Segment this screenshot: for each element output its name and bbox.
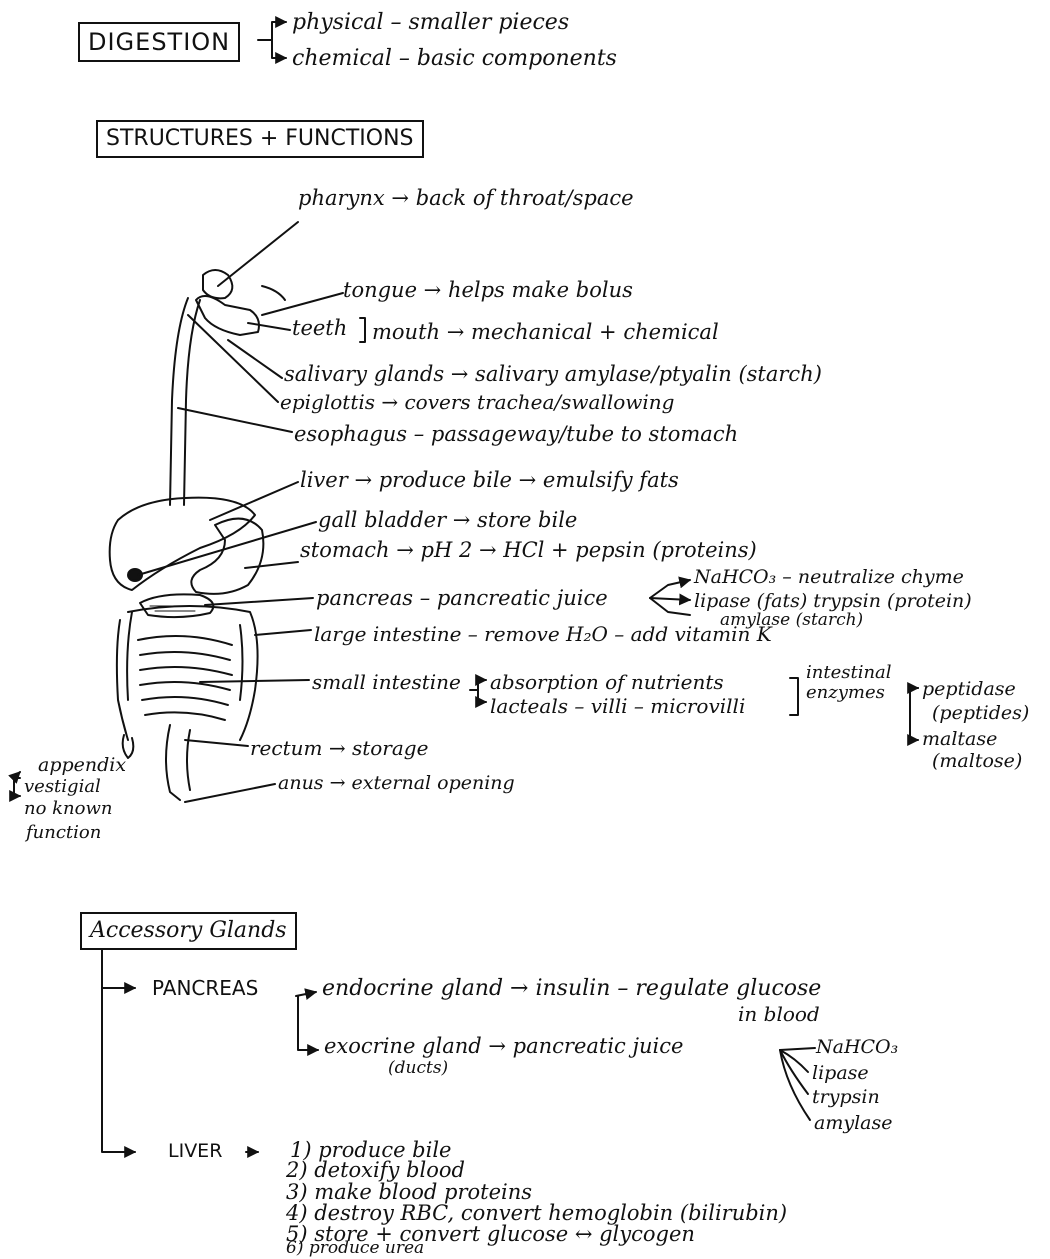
liver-function-item: 3) make blood proteins <box>286 1182 532 1203</box>
ducts-label: (ducts) <box>388 1060 448 1077</box>
mouth-label: mouth → mechanical + chemical <box>372 322 719 343</box>
pancreas-label: pancreas – pancreatic juice <box>316 588 608 609</box>
accessory-glands-title: Accessory Glands <box>80 912 297 950</box>
intestinal-label: intestinal <box>806 664 892 682</box>
liver-heading: LIVER <box>168 1142 222 1161</box>
maltase-label: maltase <box>922 730 997 749</box>
liver-function-item: 4) destroy RBC, convert hemoglobin (bili… <box>286 1203 787 1224</box>
digestion-box: DIGESTION <box>78 22 240 62</box>
juice-item: lipase <box>812 1064 869 1083</box>
salivary-label: salivary glands → salivary amylase/ptyal… <box>284 364 822 385</box>
small-intestine-label: small intestine <box>312 672 461 692</box>
large-intestine-label: large intestine – remove H₂O – add vitam… <box>314 624 772 644</box>
no-known-label: no known <box>24 800 113 818</box>
stomach-label: stomach → pH 2 → HCl + pepsin (proteins) <box>300 540 757 561</box>
gall-bladder-label: gall bladder → store bile <box>318 510 577 531</box>
peptidase-label: peptidase <box>922 680 1016 699</box>
tongue-label: tongue → helps make bolus <box>343 280 633 301</box>
teeth-label: teeth <box>292 318 347 339</box>
anus-label: anus → external opening <box>278 774 515 793</box>
maltose-label: (maltose) <box>932 752 1022 771</box>
physical-label: physical – smaller pieces <box>292 12 569 34</box>
vestigial-label: vestigial <box>24 778 101 796</box>
lacteals-label: lacteals – villi – microvilli <box>490 696 745 716</box>
digestive-system-sketch <box>110 270 285 800</box>
juice-item: NaHCO₃ <box>816 1038 898 1057</box>
lipase-label: lipase (fats) trypsin (protein) <box>694 592 972 611</box>
exocrine-label: exocrine gland → pancreatic juice <box>324 1036 683 1057</box>
chemical-label: chemical – basic components <box>292 48 617 70</box>
liver-function-item: 6) produce urea <box>286 1240 424 1257</box>
juice-item: amylase <box>814 1114 892 1133</box>
liver-label: liver → produce bile → emulsify fats <box>300 470 679 491</box>
epiglottis-label: epiglottis → covers trachea/swallowing <box>280 392 674 412</box>
esophagus-label: esophagus – passageway/tube to stomach <box>294 424 738 445</box>
nahco3-label: NaHCO₃ – neutralize chyme <box>694 568 964 587</box>
digestion-branch <box>258 22 286 40</box>
absorption-label: absorption of nutrients <box>490 672 724 692</box>
pharynx-label: pharynx → back of throat/space <box>298 188 634 209</box>
function-label: function <box>26 824 101 842</box>
appendix-label: appendix <box>38 756 126 775</box>
rectum-label: rectum → storage <box>250 738 428 758</box>
endocrine-label: endocrine gland → insulin – regulate glu… <box>322 978 821 1000</box>
teeth-mouth-bracket <box>360 318 365 342</box>
pancreas-heading: PANCREAS <box>152 978 258 998</box>
peptides-label: (peptides) <box>932 704 1029 723</box>
structures-title: STRUCTURES + FUNCTIONS <box>96 120 424 158</box>
liver-function-item: 2) detoxify blood <box>286 1160 465 1181</box>
in-blood-label: in blood <box>738 1004 820 1024</box>
juice-item: trypsin <box>812 1088 880 1107</box>
enzymes-label: enzymes <box>806 684 885 702</box>
